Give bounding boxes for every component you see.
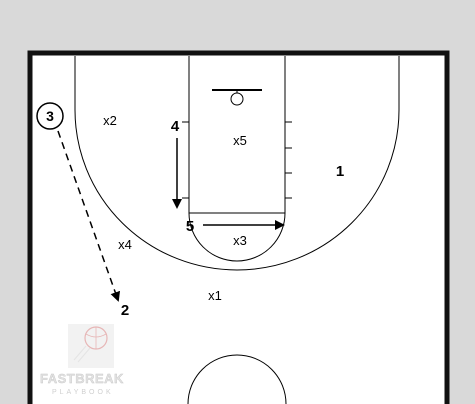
three-point-line bbox=[74, 56, 400, 271]
fastbreak-watermark-logo bbox=[68, 324, 114, 368]
pass-line-3-to-2 bbox=[57, 130, 121, 302]
court-boundary bbox=[27, 50, 450, 404]
free-throw-circle bbox=[188, 212, 286, 262]
rim bbox=[230, 92, 244, 106]
watermark-brand-line2: PLAYBOOK bbox=[52, 389, 114, 396]
offense-player-1: 1 bbox=[336, 163, 344, 180]
offense-player-4: 4 bbox=[171, 118, 180, 135]
lane-hash-marks bbox=[182, 121, 292, 199]
defense-player-x1: x1 bbox=[208, 288, 222, 303]
offense-player-3: 3 bbox=[46, 108, 54, 124]
defense-player-x5: x5 bbox=[233, 133, 247, 148]
ball-handler-circle bbox=[36, 102, 64, 130]
watermark-brand-line1: FASTBREAK bbox=[40, 371, 124, 386]
defense-player-x3: x3 bbox=[233, 233, 247, 248]
lane bbox=[188, 56, 286, 214]
offense-player-2: 2 bbox=[121, 302, 129, 319]
defense-player-x2: x2 bbox=[103, 113, 117, 128]
center-circle bbox=[187, 354, 287, 404]
offense-player-5: 5 bbox=[186, 218, 194, 235]
defense-player-x4: x4 bbox=[118, 237, 132, 252]
